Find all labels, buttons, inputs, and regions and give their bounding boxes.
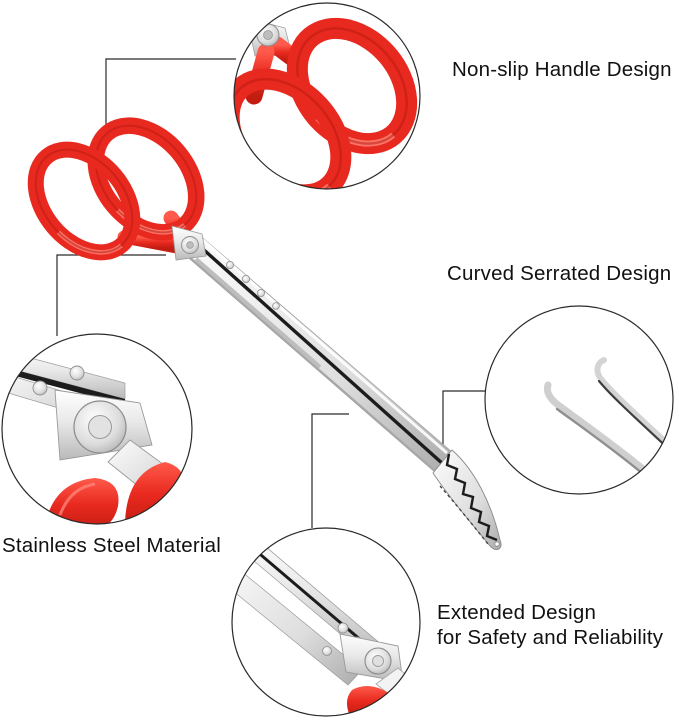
label-stainless-steel: Stainless Steel Material bbox=[2, 534, 222, 557]
leader-line-serrated bbox=[442, 390, 486, 469]
leader-line-handle bbox=[105, 58, 236, 128]
product-shaft bbox=[182, 232, 453, 474]
callout-circle-handle bbox=[233, 2, 421, 190]
product-serrated-tip bbox=[432, 449, 502, 550]
callout-circle-steel bbox=[1, 333, 193, 525]
shaft-rivets bbox=[225, 260, 280, 310]
callout-leader-lines bbox=[56, 58, 486, 528]
label-curved-serrated: Curved Serrated Design bbox=[447, 262, 672, 285]
leader-line-extended bbox=[311, 413, 349, 528]
label-extended-line2: for Safety and Reliability bbox=[437, 626, 664, 649]
callout-circle-extended bbox=[231, 527, 421, 717]
product-pivot bbox=[171, 225, 207, 261]
callout-circle-serrated bbox=[484, 305, 674, 495]
label-non-slip-handle: Non-slip Handle Design bbox=[452, 58, 672, 81]
label-extended-design: Extended Design for Safety and Reliabili… bbox=[437, 600, 663, 650]
product-photo-main bbox=[27, 117, 502, 550]
leader-line-steel bbox=[56, 254, 166, 336]
label-extended-line1: Extended Design bbox=[437, 601, 597, 624]
